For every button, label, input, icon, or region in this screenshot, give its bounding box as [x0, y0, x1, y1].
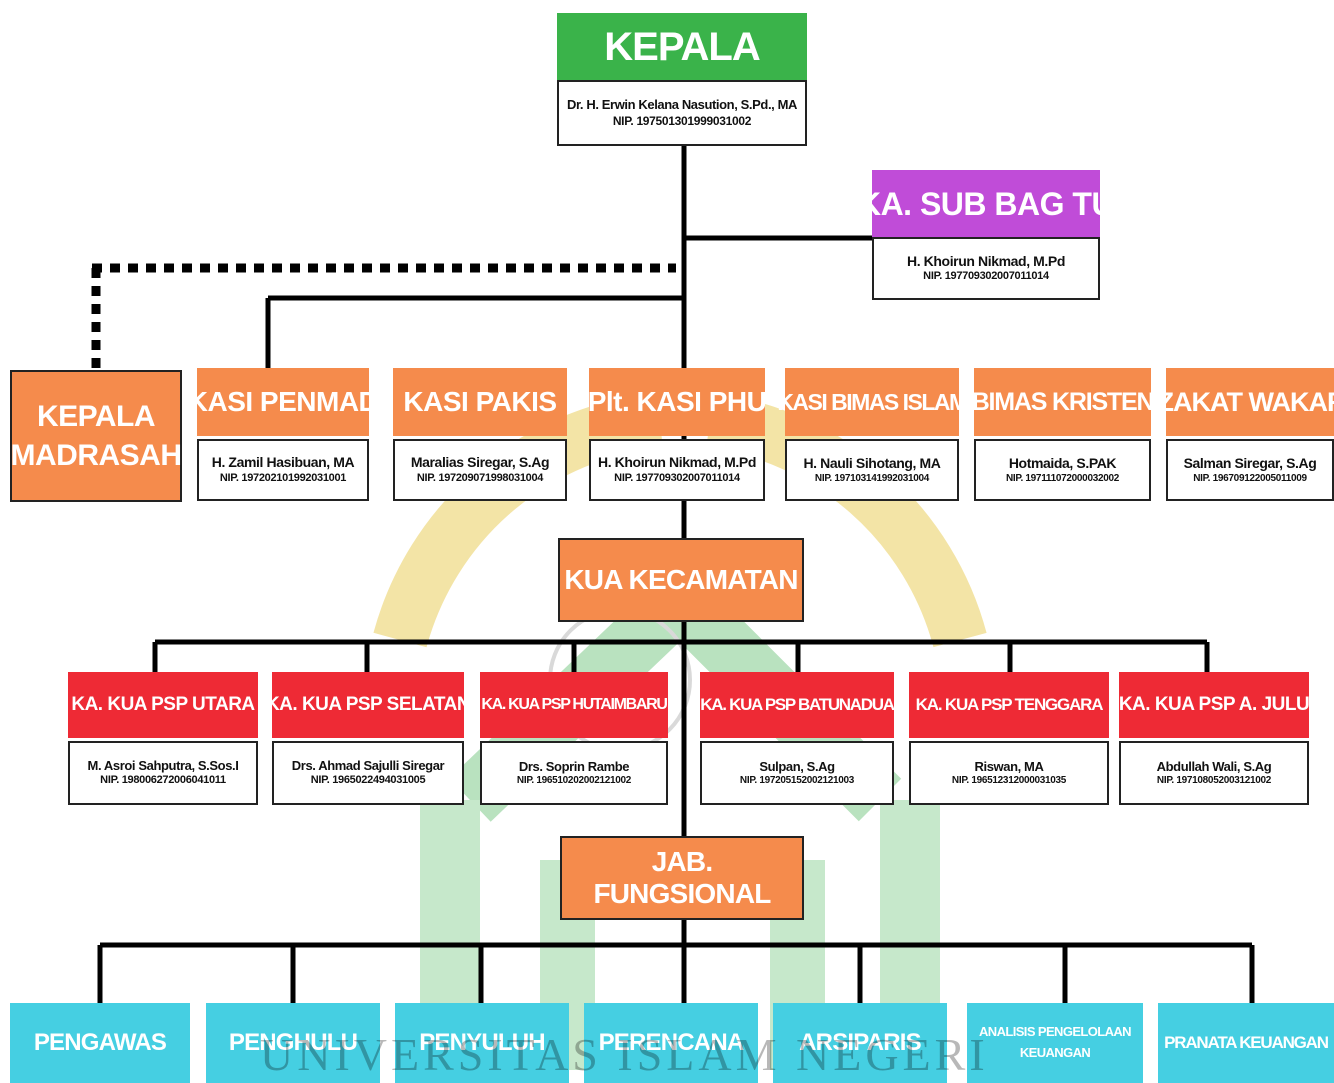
kua-info: Riswan, MA NIP. 196512312000031035: [909, 741, 1109, 805]
jab-fungsional-title: JAB. FUNGSIONAL: [593, 846, 771, 909]
kua-box-utara: KA. KUA PSP UTARA M. Asroi Sahputra, S.S…: [68, 672, 258, 805]
kepala-nip: NIP. 197501301999031002: [612, 113, 752, 128]
kasi-info: Hotmaida, S.PAK NIP. 197111072000032002: [974, 439, 1151, 501]
kua-nip: NIP. 198006272006041011: [100, 774, 226, 787]
kasi-box-bimas-kristen: BIMAS KRISTEN Hotmaida, S.PAK NIP. 19711…: [972, 368, 1155, 501]
fungsional-label: PENGAWAS: [33, 1029, 167, 1056]
kua-name: M. Asroi Sahputra, S.Sos.I: [87, 758, 239, 773]
fungsional-label: ARSIPARIS: [799, 1029, 922, 1056]
fungsional-label: PRANATA KEUANGAN: [1164, 1033, 1329, 1052]
subbag-box: KA. SUB BAG TU H. Khoirun Nikmad, M.Pd N…: [858, 170, 1115, 300]
watermark-text: UNIVERSITAS ISLAM NEGERI: [260, 1029, 989, 1080]
kua-title: KA. KUA PSP TENGGARA: [909, 672, 1109, 738]
madrasah-title-line2: MADRASAH: [10, 439, 183, 472]
kua-name: Drs. Ahmad Sajulli Siregar: [291, 758, 445, 773]
kepala-name: Dr. H. Erwin Kelana Nasution, S.Pd., MA: [567, 97, 797, 113]
kua-info: Abdullah Wali, S.Ag NIP. 197108052003121…: [1119, 741, 1309, 805]
fungsional-label-line2: KEUANGAN: [1019, 1045, 1091, 1060]
kasi-title: KASI PENMAD: [188, 368, 379, 436]
kua-title: KA. KUA PSP BATUNADUA: [700, 672, 895, 738]
kua-title: KA. KUA PSP HUTAIMBARU: [480, 672, 668, 738]
kua-title: KA. KUA PSP SELATAN: [266, 672, 471, 738]
subbag-title: KA. SUB BAG TU: [858, 170, 1115, 238]
madrasah-title-line1: KEPALA: [36, 400, 156, 433]
kasi-name: Maralias Siregar, S.Ag: [410, 454, 550, 471]
kua-box-hutaimbaru: KA. KUA PSP HUTAIMBARU Drs. Soprin Rambe…: [480, 672, 668, 805]
kasi-info: H. Nauli Sihotang, MA NIP. 1971031419920…: [785, 439, 959, 501]
jab-fungsional-box: JAB. FUNGSIONAL: [560, 836, 804, 920]
kasi-box-zakat-wakaf: ZAKAT WAKAF Salman Siregar, S.Ag NIP. 19…: [1158, 368, 1334, 501]
fungsional-box-pengawas: PENGAWAS: [10, 1003, 190, 1083]
kua-info: M. Asroi Sahputra, S.Sos.I NIP. 19800627…: [68, 741, 258, 805]
fungsional-box-penghulu: PENGHULU: [206, 1003, 380, 1083]
fungsional-box-penyuluh: PENYULUH: [395, 1003, 569, 1083]
kasi-nip: NIP. 196709122005011009: [1193, 472, 1307, 484]
kua-box-tenggara: KA. KUA PSP TENGGARA Riswan, MA NIP. 196…: [909, 672, 1109, 805]
fungsional-label: ANALISIS PENGELOLAAN: [979, 1024, 1132, 1040]
kasi-name: Salman Siregar, S.Ag: [1183, 455, 1317, 471]
kasi-nip: NIP. 197209071998031004: [416, 471, 544, 484]
fungsional-box-pranata: PRANATA KEUANGAN: [1158, 1003, 1334, 1083]
kua-info: Sulpan, S.Ag NIP. 197205152002121003: [700, 741, 894, 805]
kua-name: Abdullah Wali, S.Ag: [1156, 758, 1272, 774]
kua-title: KA. KUA PSP UTARA: [68, 672, 258, 738]
kua-info: Drs. Ahmad Sajulli Siregar NIP. 19650224…: [272, 741, 464, 805]
kepala-madrasah-box: KEPALA MADRASAH: [10, 370, 182, 502]
kasi-name: H. Zamil Hasibuan, MA: [211, 454, 355, 471]
kasi-info: Salman Siregar, S.Ag NIP. 19670912200501…: [1166, 439, 1334, 501]
kasi-title: KASI BIMAS ISLAM: [777, 368, 968, 436]
kasi-box-penmad: KASI PENMAD H. Zamil Hasibuan, MA NIP. 1…: [188, 368, 379, 501]
kasi-nip: NIP. 197103141992031004: [814, 472, 930, 484]
kasi-name: Hotmaida, S.PAK: [1008, 455, 1117, 471]
kasi-nip: NIP. 197202101992031001: [219, 471, 347, 484]
kua-info: Drs. Soprin Rambe NIP. 19651020200212100…: [480, 741, 668, 805]
fungsional-label: PENYULUH: [419, 1029, 545, 1056]
kua-box-batunadua: KA. KUA PSP BATUNADUA Sulpan, S.Ag NIP. …: [700, 672, 895, 805]
kua-kecamatan-title: KUA KECAMATAN: [564, 564, 798, 595]
kasi-name: H. Khoirun Nikmad, M.Pd: [597, 454, 757, 471]
kasi-info: H. Zamil Hasibuan, MA NIP. 1972021019920…: [197, 439, 369, 501]
fungsional-box-perencana: PERENCANA: [584, 1003, 758, 1083]
kasi-nip: NIP. 197709302007011014: [614, 471, 740, 484]
kepala-box: KEPALA Dr. H. Erwin Kelana Nasution, S.P…: [557, 13, 807, 146]
fungsional-label: PERENCANA: [598, 1029, 745, 1056]
kasi-nip: NIP. 197111072000032002: [1005, 472, 1120, 484]
kua-name: Riswan, MA: [974, 758, 1044, 774]
kasi-title: BIMAS KRISTEN: [972, 368, 1155, 436]
kua-box-selatan: KA. KUA PSP SELATAN Drs. Ahmad Sajulli S…: [266, 672, 471, 805]
fungsional-label: PENGHULU: [228, 1029, 358, 1056]
kepala-info: Dr. H. Erwin Kelana Nasution, S.Pd., MA …: [557, 80, 807, 146]
kua-nip: NIP. 196510202002121002: [516, 774, 632, 786]
kasi-box-bimas-islam: KASI BIMAS ISLAM H. Nauli Sihotang, MA N…: [777, 368, 968, 501]
kasi-name: H. Nauli Sihotang, MA: [803, 455, 941, 471]
kasi-box-pakis: KASI PAKIS Maralias Siregar, S.Ag NIP. 1…: [393, 368, 567, 501]
kasi-info: H. Khoirun Nikmad, M.Pd NIP. 19770930200…: [589, 439, 765, 501]
kasi-box-phu: Plt. KASI PHU H. Khoirun Nikmad, M.Pd NI…: [588, 368, 767, 501]
subbag-name: H. Khoirun Nikmad, M.Pd: [906, 252, 1066, 269]
kua-nip: NIP. 197108052003121002: [1156, 774, 1272, 786]
kua-title: KA. KUA PSP A. JULU: [1119, 672, 1310, 738]
fungsional-box-analisis: ANALISIS PENGELOLAAN KEUANGAN: [967, 1003, 1143, 1083]
kua-nip: NIP. 1965022494031005: [310, 774, 426, 787]
kasi-title: KASI PAKIS: [393, 368, 567, 436]
kasi-info: Maralias Siregar, S.Ag NIP. 197209071998…: [393, 439, 567, 501]
kasi-title: ZAKAT WAKAF: [1158, 368, 1334, 436]
kepala-title: KEPALA: [557, 13, 807, 81]
kua-nip: NIP. 196512312000031035: [951, 774, 1067, 786]
kua-nip: NIP. 197205152002121003: [739, 774, 855, 786]
subbag-info: H. Khoirun Nikmad, M.Pd NIP. 19770930200…: [872, 237, 1100, 300]
kua-name: Sulpan, S.Ag: [759, 758, 835, 774]
kasi-title: Plt. KASI PHU: [588, 368, 767, 436]
kua-name: Drs. Soprin Rambe: [518, 758, 630, 774]
fungsional-box-arsiparis: ARSIPARIS: [773, 1003, 947, 1083]
subbag-nip: NIP. 197709302007011014: [923, 270, 1049, 283]
kua-box-a-julu: KA. KUA PSP A. JULU Abdullah Wali, S.Ag …: [1119, 672, 1310, 805]
kua-kecamatan-box: KUA KECAMATAN: [558, 538, 804, 622]
